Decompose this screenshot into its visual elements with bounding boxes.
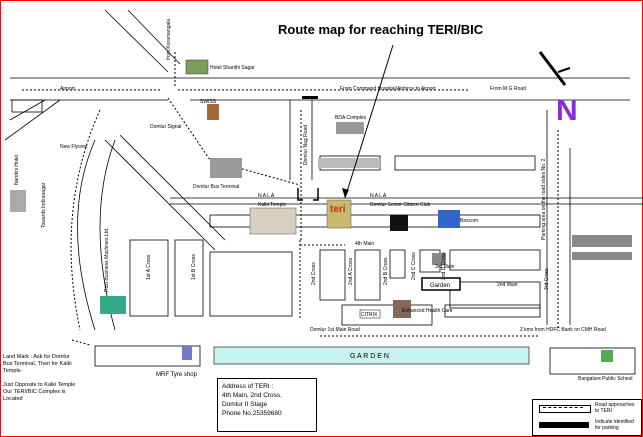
from-koramangala-label: from Koramangala bbox=[166, 19, 172, 60]
small-garden-label: Garden bbox=[430, 283, 450, 289]
bescom-label: Bescom bbox=[460, 218, 478, 224]
hotel-label: Hotel Shanthi Sagar bbox=[210, 65, 255, 71]
landmark-line: Land Mark : Ask for Domlur bbox=[3, 354, 70, 360]
teri-icon bbox=[326, 199, 352, 229]
landmark-line bbox=[3, 375, 89, 382]
bda-icon bbox=[336, 122, 364, 134]
mrf-label: MRF Tyre shop bbox=[156, 372, 198, 378]
senior-club-label: Domlur Senior Citizen Club bbox=[370, 202, 431, 208]
garden-area bbox=[213, 346, 530, 365]
nandini-icon bbox=[10, 190, 26, 212]
citrix-icon bbox=[359, 309, 381, 319]
nala-bridge bbox=[297, 188, 319, 201]
parking-strip-2 bbox=[572, 252, 632, 260]
command-hospital-label: From Command Hospital/Airforce to Airpor… bbox=[340, 86, 436, 92]
first-main-road-label: Domlur 1st Main Road bbox=[310, 327, 360, 333]
health-care-icon bbox=[393, 300, 411, 318]
teri-pointer-head bbox=[342, 188, 349, 198]
domlur-signal-label: Domlur Signal bbox=[150, 124, 181, 130]
third-cross-label: 3rd Cross bbox=[544, 268, 550, 290]
bescom-icon bbox=[438, 210, 460, 228]
address-line-2: Domlur II Stage bbox=[222, 401, 268, 408]
landmark-note: Land Mark : Ask for Domlur Bus Terminal,… bbox=[3, 354, 89, 403]
second-c-cross-label: 2nd C Cross bbox=[411, 252, 417, 280]
building-icons: teri bbox=[10, 59, 613, 362]
address-heading: Address of TERI : bbox=[222, 383, 274, 390]
parking-label: Parking area on the road sides No. 2 bbox=[541, 158, 547, 240]
new-flyover-label: New Flyover bbox=[60, 144, 88, 150]
route-dots bbox=[22, 52, 559, 346]
temple-icon bbox=[249, 207, 297, 235]
legend-road-swatch bbox=[539, 405, 591, 413]
bus-terminal-icon bbox=[210, 158, 242, 178]
school-icon bbox=[601, 350, 613, 362]
bda-label: BDA Complex bbox=[335, 115, 367, 121]
landmark-line: Our TERI/BIC Complex is bbox=[3, 389, 66, 395]
nag-road-label: Domlur Nag Road bbox=[303, 125, 309, 165]
legend-parking-swatch bbox=[539, 422, 589, 428]
indiranagar-label: Towards Indiranagar bbox=[41, 182, 47, 228]
second-main-label: 2nd Main bbox=[497, 282, 518, 288]
swiss-icon bbox=[207, 104, 219, 120]
bus-terminal-label: Domlur Bus Terminal bbox=[193, 184, 239, 190]
legend-road-label: Road approaches to TERI bbox=[595, 402, 635, 414]
garden-label: G A R D E N bbox=[350, 353, 389, 360]
nala-label-1: N A L A bbox=[258, 193, 275, 199]
senior-club-icon bbox=[390, 215, 408, 231]
legend-box: Road approaches to TERI Indicate identif… bbox=[532, 399, 642, 436]
ricoh-icon bbox=[100, 296, 126, 314]
fourth-main-label: 4th Main bbox=[355, 241, 374, 247]
roads bbox=[4, 9, 643, 331]
ricoh-label: Rico Business Machines Ltd. bbox=[104, 228, 110, 292]
legend-parking-label: Indicate identified for parking bbox=[595, 419, 634, 431]
nala-label-2: N A L A bbox=[370, 193, 387, 199]
north-arrow-tick bbox=[557, 67, 571, 73]
first-b-cross-label: 1st B Cross bbox=[191, 254, 197, 280]
hdfc-label: 2 kms from HDFC Bank on CMH Road bbox=[520, 327, 606, 333]
landmark-line: Just Opposite to Kalki Temple bbox=[3, 382, 76, 388]
blocks bbox=[11, 99, 636, 375]
third-main-label: 3rd Main bbox=[435, 264, 455, 270]
citrix-label: CITRIX bbox=[361, 312, 378, 318]
address-box: Address of TERI : 4th Main, 2nd Cross, D… bbox=[217, 378, 317, 432]
landmark-line: Bus Terminal, Then for Kalki bbox=[3, 361, 72, 367]
parking-block bbox=[432, 253, 446, 265]
small-garden bbox=[421, 277, 461, 291]
second-a-cross-label: 2nd A Cross bbox=[348, 258, 354, 285]
mrf-icon bbox=[182, 346, 192, 360]
second-b-cross-label: 2nd B Cross bbox=[383, 257, 389, 285]
school-label: Bangalore Public School bbox=[578, 376, 632, 382]
map-title: Route map for reaching TERI/BIC bbox=[278, 22, 484, 37]
hotel-icon bbox=[185, 59, 209, 75]
health-care-label: Enhanced Health Care bbox=[402, 308, 453, 314]
north-icon: N bbox=[556, 94, 578, 127]
teri-pointer-line bbox=[344, 44, 394, 199]
address-line-1: 4th Main, 2nd Cross, bbox=[222, 392, 282, 399]
mg-road-label: From M G Road bbox=[490, 86, 526, 92]
first-a-cross-label: 1st A Cross bbox=[146, 254, 152, 280]
nandini-label: Nandini Hotel bbox=[14, 155, 20, 185]
parking-strip-1 bbox=[572, 235, 632, 247]
address-line-3: Phone No.25359680 bbox=[222, 410, 282, 417]
landmark-line: Located bbox=[3, 396, 23, 402]
second-d-cross-label: 2nd D Cross bbox=[441, 252, 447, 280]
legend-road-dash bbox=[543, 407, 583, 408]
airport-label: Airport bbox=[60, 86, 75, 92]
road-marker-bar bbox=[302, 96, 318, 99]
teri-logo-text: teri bbox=[330, 204, 346, 215]
north-arrow-line bbox=[538, 51, 567, 86]
second-cross-label: 2nd Cross bbox=[311, 262, 317, 285]
swiss-label: SWISS bbox=[200, 99, 217, 105]
nala-block-shade bbox=[318, 158, 380, 168]
kalki-temple-label: Kalki Temple bbox=[258, 202, 286, 208]
landmark-line: Temple. bbox=[3, 368, 23, 374]
